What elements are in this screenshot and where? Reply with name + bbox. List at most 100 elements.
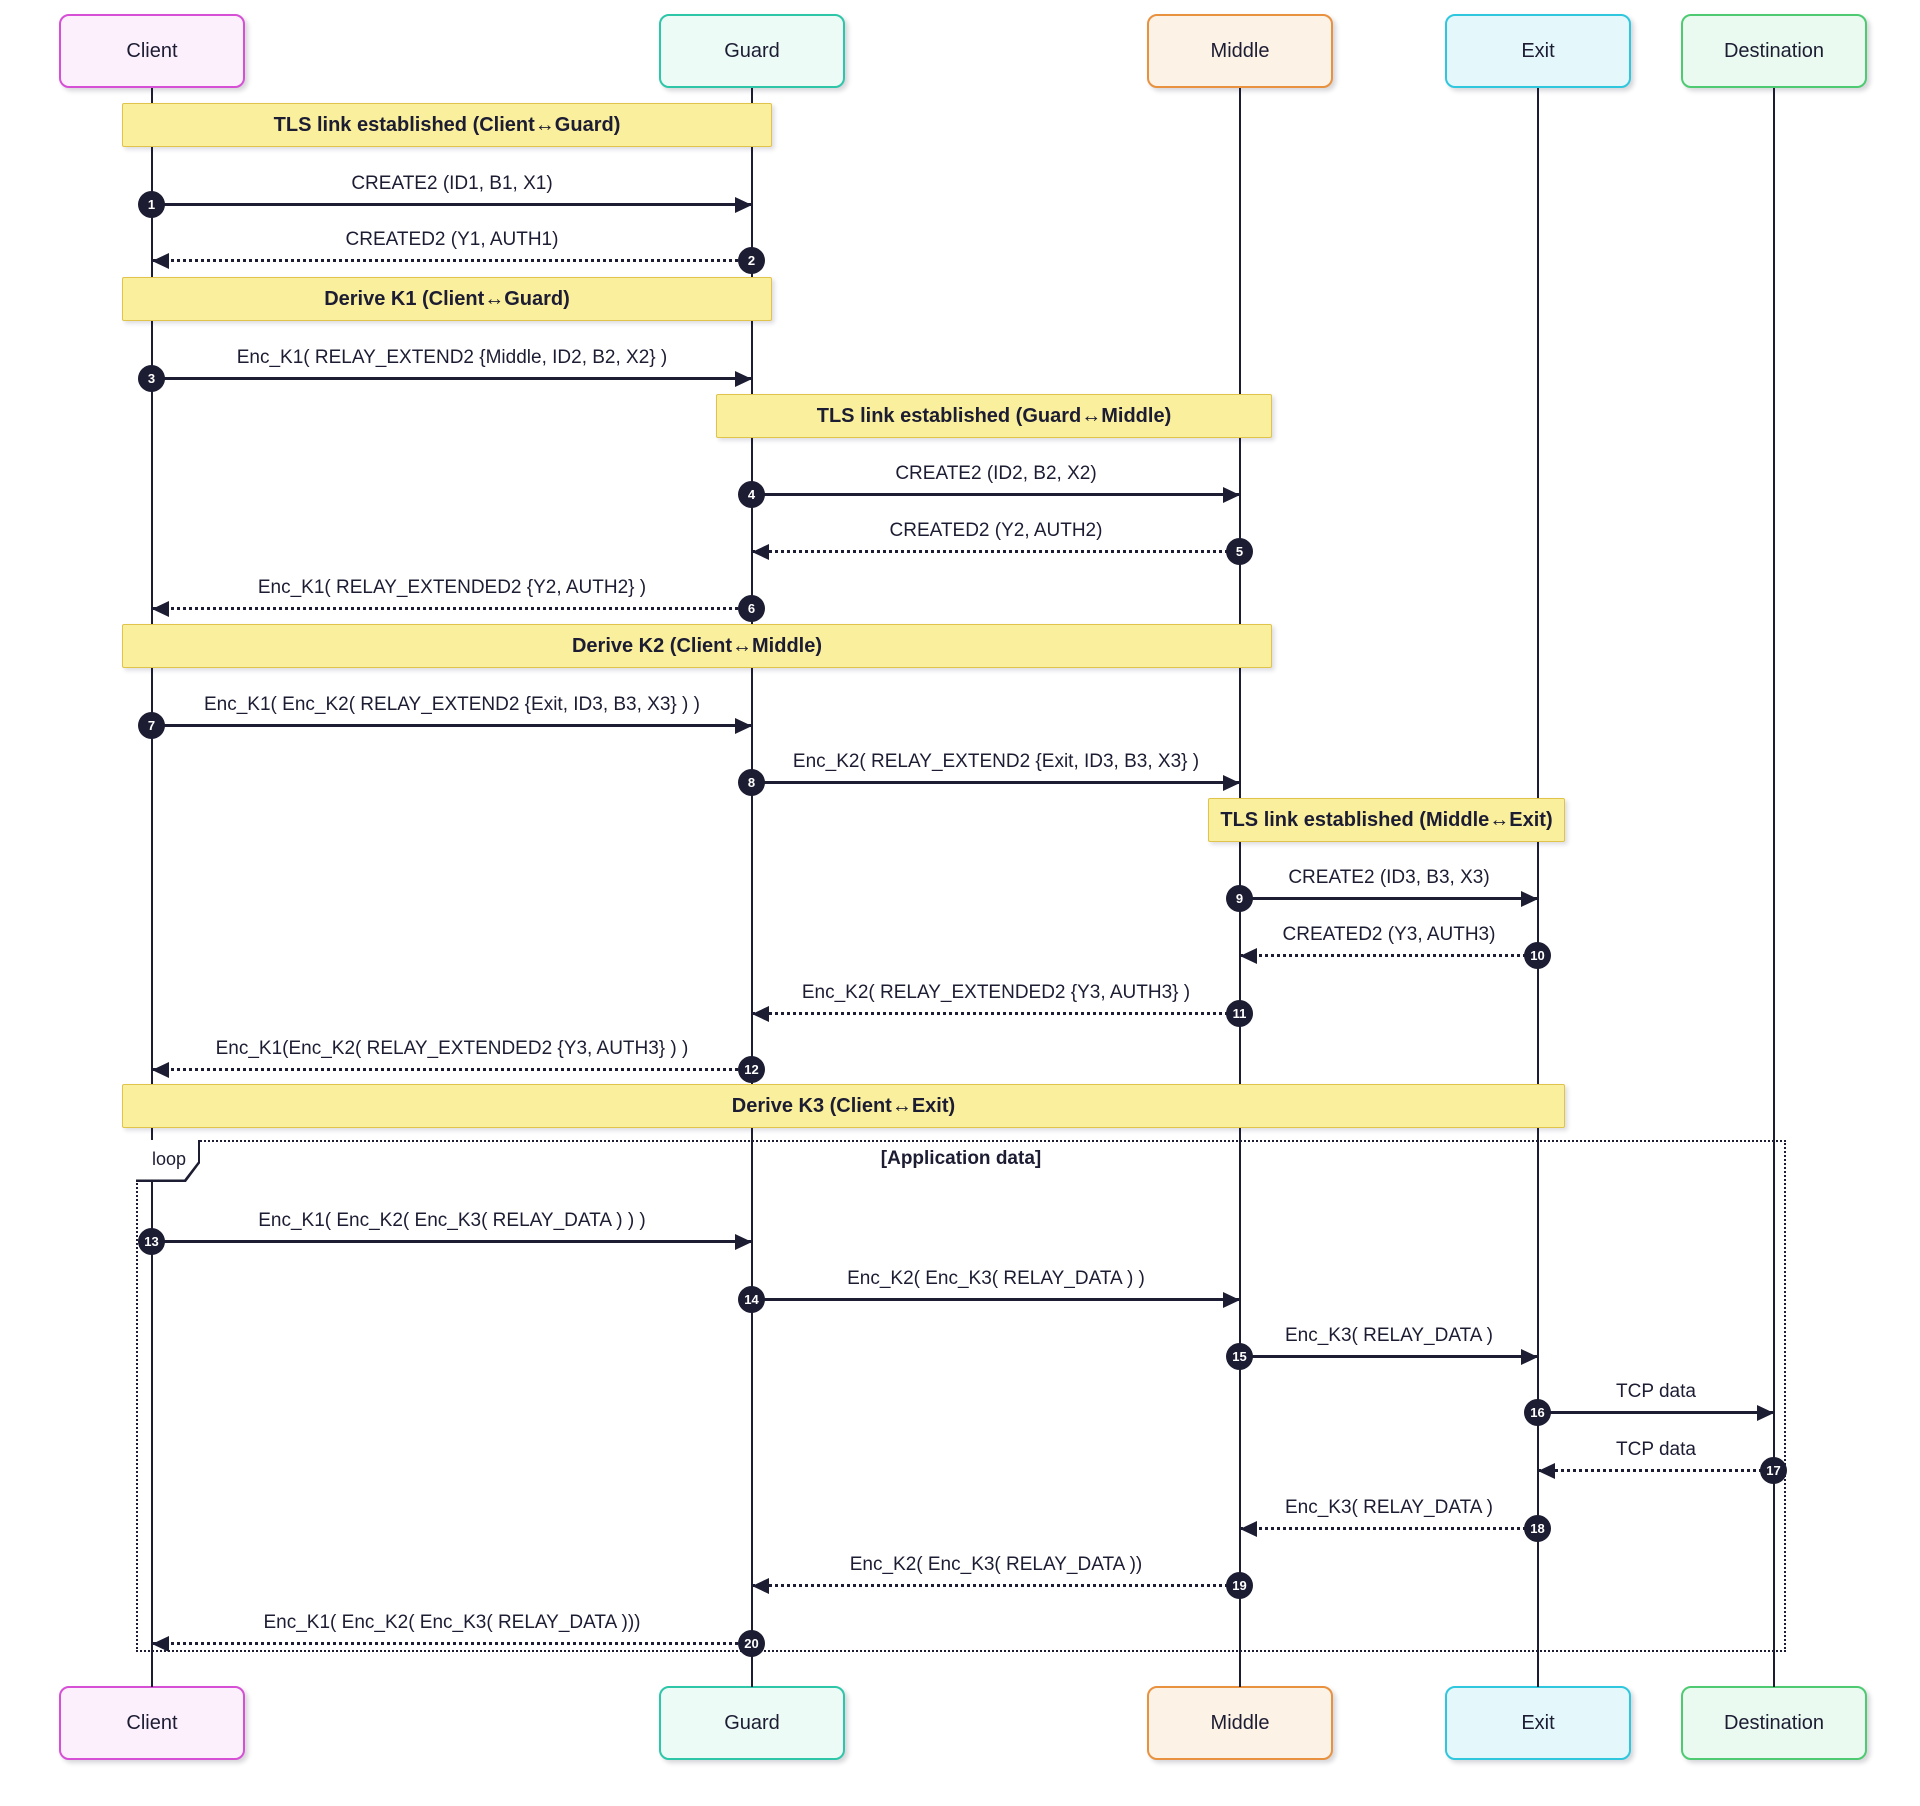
sequence-number: 16 xyxy=(1524,1399,1551,1426)
message-line xyxy=(752,1584,1240,1587)
message-line xyxy=(1240,954,1538,957)
note-2: Derive K1 (Client↔Guard) xyxy=(122,277,772,321)
sequence-number: 19 xyxy=(1226,1572,1253,1599)
actor-box-middle-bottom: Middle xyxy=(1147,1686,1333,1760)
message-label: Enc_K1( RELAY_EXTENDED2 {Y2, AUTH2} ) xyxy=(257,577,647,598)
sequence-number: 2 xyxy=(738,247,765,274)
arrowhead-icon xyxy=(752,1006,769,1022)
message-label: CREATED2 (Y2, AUTH2) xyxy=(889,520,1103,541)
arrowhead-icon xyxy=(735,197,752,213)
actor-box-guard-bottom: Guard xyxy=(659,1686,845,1760)
loop-frame xyxy=(136,1140,1786,1652)
message-label: Enc_K1( Enc_K2( Enc_K3( RELAY_DATA ) ) ) xyxy=(258,1210,646,1231)
message-line xyxy=(1538,1469,1774,1472)
arrowhead-icon xyxy=(152,1636,169,1652)
note-5: TLS link established (Middle↔Exit) xyxy=(1208,798,1565,842)
actor-box-middle-top: Middle xyxy=(1147,14,1333,88)
message-line xyxy=(1240,1527,1538,1530)
note-6: Derive K3 (Client↔Exit) xyxy=(122,1084,1565,1128)
sequence-number: 18 xyxy=(1524,1515,1551,1542)
message-label: Enc_K1( RELAY_EXTEND2 {Middle, ID2, B2, … xyxy=(236,347,668,368)
sequence-number: 13 xyxy=(138,1228,165,1255)
arrowhead-icon xyxy=(735,1234,752,1250)
message-label: Enc_K3( RELAY_DATA ) xyxy=(1284,1325,1494,1346)
message-label: CREATED2 (Y3, AUTH3) xyxy=(1282,924,1496,945)
arrowhead-icon xyxy=(1538,1463,1555,1479)
message-label: Enc_K1( Enc_K2( Enc_K3( RELAY_DATA ))) xyxy=(263,1612,641,1633)
sequence-number: 15 xyxy=(1226,1343,1253,1370)
message-line xyxy=(152,203,752,206)
message-label: Enc_K1( Enc_K2( RELAY_EXTEND2 {Exit, ID3… xyxy=(204,694,700,715)
actor-box-client-top: Client xyxy=(59,14,245,88)
message-label: Enc_K2( RELAY_EXTEND2 {Exit, ID3, B3, X3… xyxy=(792,751,1200,772)
sequence-number: 6 xyxy=(738,595,765,622)
message-line xyxy=(152,1240,752,1243)
message-label: CREATE2 (ID3, B3, X3) xyxy=(1288,867,1490,888)
message-line xyxy=(1538,1411,1774,1414)
message-line xyxy=(152,724,752,727)
lifeline-guard xyxy=(751,88,753,1687)
arrowhead-icon xyxy=(1521,1349,1538,1365)
arrowhead-icon xyxy=(1223,775,1240,791)
lifeline-exit xyxy=(1537,88,1539,1687)
lifeline-destination xyxy=(1773,88,1775,1687)
sequence-number: 3 xyxy=(138,365,165,392)
actor-box-destination-top: Destination xyxy=(1681,14,1867,88)
message-line xyxy=(152,1642,752,1645)
actor-box-destination-bottom: Destination xyxy=(1681,1686,1867,1760)
message-line xyxy=(152,377,752,380)
note-3: TLS link established (Guard↔Middle) xyxy=(716,394,1272,438)
message-line xyxy=(752,550,1240,553)
arrowhead-icon xyxy=(1521,891,1538,907)
message-label: CREATE2 (ID2, B2, X2) xyxy=(895,463,1097,484)
actor-box-guard-top: Guard xyxy=(659,14,845,88)
sequence-number: 7 xyxy=(138,712,165,739)
note-1: TLS link established (Client↔Guard) xyxy=(122,103,772,147)
message-label: TCP data xyxy=(1616,1439,1696,1460)
loop-label: loop xyxy=(136,1140,198,1180)
sequence-number: 1 xyxy=(138,191,165,218)
arrowhead-icon xyxy=(152,1062,169,1078)
message-label: Enc_K2( Enc_K3( RELAY_DATA )) xyxy=(849,1554,1143,1575)
message-label: TCP data xyxy=(1616,1381,1696,1402)
arrowhead-icon xyxy=(735,718,752,734)
message-line xyxy=(752,1012,1240,1015)
arrowhead-icon xyxy=(752,1578,769,1594)
actor-box-client-bottom: Client xyxy=(59,1686,245,1760)
note-4: Derive K2 (Client↔Middle) xyxy=(122,624,1272,668)
arrowhead-icon xyxy=(735,371,752,387)
message-line xyxy=(752,1298,1240,1301)
loop-condition: [Application data] xyxy=(880,1148,1042,1169)
message-label: Enc_K1(Enc_K2( RELAY_EXTENDED2 {Y3, AUTH… xyxy=(215,1038,689,1059)
message-line xyxy=(1240,897,1538,900)
sequence-number: 17 xyxy=(1760,1457,1787,1484)
actor-box-exit-top: Exit xyxy=(1445,14,1631,88)
message-label: Enc_K2( Enc_K3( RELAY_DATA ) ) xyxy=(847,1268,1145,1289)
message-line xyxy=(152,607,752,610)
message-line xyxy=(752,493,1240,496)
sequence-number: 14 xyxy=(738,1286,765,1313)
sequence-number: 11 xyxy=(1226,1000,1253,1027)
message-label: CREATE2 (ID1, B1, X1) xyxy=(351,173,553,194)
arrowhead-icon xyxy=(152,253,169,269)
sequence-number: 8 xyxy=(738,769,765,796)
arrowhead-icon xyxy=(1223,1292,1240,1308)
sequence-number: 4 xyxy=(738,481,765,508)
arrowhead-icon xyxy=(152,601,169,617)
sequence-number: 5 xyxy=(1226,538,1253,565)
loop-label-tab: loop xyxy=(136,1140,200,1182)
arrowhead-icon xyxy=(1240,1521,1257,1537)
sequence-number: 20 xyxy=(738,1630,765,1657)
message-line xyxy=(752,781,1240,784)
message-label: Enc_K3( RELAY_DATA ) xyxy=(1284,1497,1494,1518)
sequence-number: 10 xyxy=(1524,942,1551,969)
actor-box-exit-bottom: Exit xyxy=(1445,1686,1631,1760)
arrowhead-icon xyxy=(752,544,769,560)
sequence-number: 9 xyxy=(1226,885,1253,912)
message-line xyxy=(1240,1355,1538,1358)
